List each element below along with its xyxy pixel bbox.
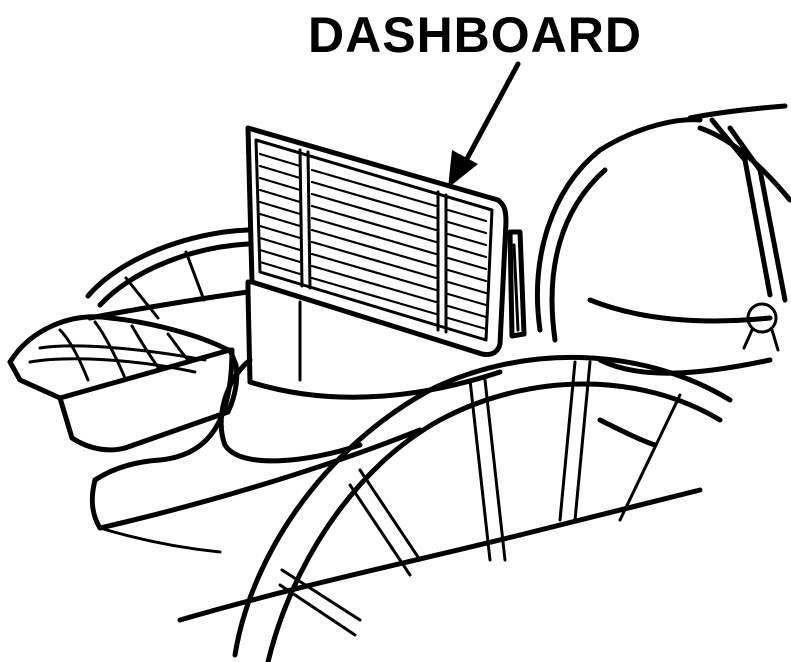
- shaft-lines: [98, 487, 703, 623]
- callout-arrow: [448, 61, 521, 188]
- dashboard-panel: [245, 125, 527, 357]
- seat-cushion: [7, 314, 240, 453]
- dashboard-label: DASHBOARD: [308, 7, 642, 63]
- rear-wheel: [85, 227, 251, 320]
- carriage-body: [87, 279, 503, 531]
- front-wheel: [232, 354, 733, 662]
- horse-rear: [535, 103, 791, 448]
